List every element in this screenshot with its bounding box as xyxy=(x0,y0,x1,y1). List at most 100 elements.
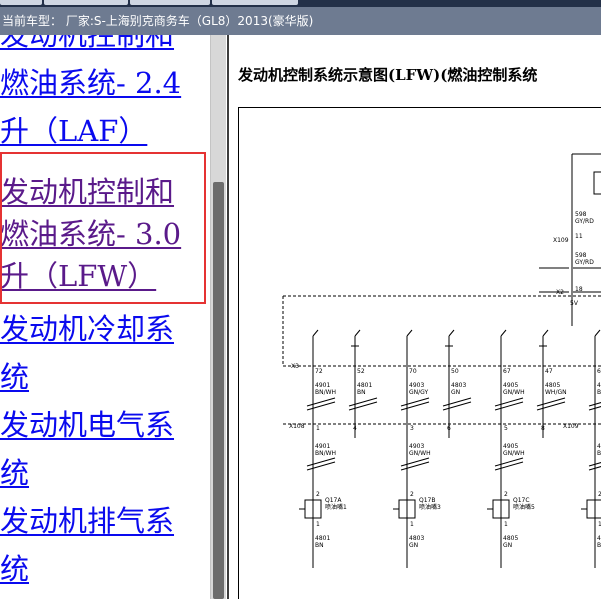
circuit-color: BN xyxy=(315,542,324,549)
circuit-number: 4903 xyxy=(409,443,424,450)
sidebar-item-line: 发动机控制和 xyxy=(0,35,175,52)
circuit-number: 4803 xyxy=(451,382,466,389)
x3-pin: 47 xyxy=(545,368,553,375)
sidebar-item-line: 统 xyxy=(0,360,30,394)
x108-pin: 5 xyxy=(504,425,508,432)
sidebar-item-line: 升（LFW） xyxy=(0,259,157,293)
connector-x108: X108 xyxy=(289,423,305,430)
twisted-pair-mark xyxy=(588,406,601,411)
x108-pin: 8 xyxy=(541,425,545,432)
x108-pin: 3 xyxy=(410,425,414,432)
twisted-pair-mark xyxy=(442,401,472,411)
circuit-color: BU xyxy=(597,542,601,549)
twisted-pair-mark xyxy=(494,461,524,471)
x108-pin: 1 xyxy=(316,425,320,432)
top-wire-circuit: 598 xyxy=(575,211,587,218)
window-tab[interactable] xyxy=(130,0,210,5)
circuit-color: BN xyxy=(357,389,366,396)
sidebar-item-engine-fuel-3-0[interactable]: 发动机控制和 燃油系统- 3.0 升（LFW） xyxy=(0,168,210,300)
twisted-pair-mark xyxy=(348,397,378,407)
sidebar-item-engine-cooling[interactable]: 发动机冷却系 统 xyxy=(0,305,210,401)
injector-name: 喷油嘴5 xyxy=(513,503,535,511)
twisted-pair-mark xyxy=(536,401,566,411)
twisted-pair-mark xyxy=(442,397,472,407)
injector-pin: 2 xyxy=(598,491,601,498)
circuit-color: GN/WH xyxy=(409,450,431,457)
twisted-pair-mark xyxy=(306,401,336,411)
circuit-number: 4905 xyxy=(503,443,518,450)
window-tab[interactable] xyxy=(44,0,128,5)
x3-pin: 70 xyxy=(409,368,417,375)
twisted-pair-mark xyxy=(348,401,378,411)
sidebar-item-engine-fuel-2-4[interactable]: 发动机控制和 燃油系统- 2.4 升（LAF） xyxy=(0,35,210,155)
x3-pin: 67 xyxy=(503,368,511,375)
circuit-color: GN/WH xyxy=(503,450,525,457)
switch-arm xyxy=(500,329,507,337)
injector-id: Q17A xyxy=(325,497,342,504)
title-bar: 当前车型： 厂家:S-上海别克商务车（GL8）2013(豪华版) xyxy=(0,0,601,35)
circuit-color: BN/WH xyxy=(315,450,336,457)
circuit-color: BN/WH xyxy=(315,389,336,396)
top-wire-circuit-2: 598 xyxy=(575,252,587,259)
x3-pin: 72 xyxy=(315,368,323,375)
circuit-color: BU/ xyxy=(597,450,601,457)
sidebar-item-engine-electrical[interactable]: 发动机电气系 统 xyxy=(0,401,210,497)
switch-arm xyxy=(406,329,413,337)
circuit-color: GN xyxy=(409,542,418,549)
circuit-number: 4801 xyxy=(315,535,330,542)
sidebar-scrollbar[interactable] xyxy=(210,35,226,599)
circuit-number: 4801 xyxy=(357,382,372,389)
connector-x2: X2 xyxy=(556,289,564,296)
wiring-diagram-svg: 598 GY/RD X109 11 598 GY/RD X2 18 5V X3 … xyxy=(282,153,601,568)
circuit-number: 4805 xyxy=(545,382,560,389)
voltage-label: 5V xyxy=(570,300,579,307)
injector-pin: 2 xyxy=(504,491,508,498)
circuit-number: 4903 xyxy=(409,382,424,389)
circuit-color: GN xyxy=(503,542,512,549)
switch-arm xyxy=(542,329,549,337)
circuit-number: 4901 xyxy=(315,382,330,389)
injector-name: 喷油嘴3 xyxy=(419,503,441,511)
circuit-number: 4907 xyxy=(597,443,601,450)
x3-pin: 52 xyxy=(357,368,365,375)
injector-pin: 1 xyxy=(316,521,320,528)
injector-name: 喷油嘴1 xyxy=(325,503,347,511)
injector-pin: 1 xyxy=(410,521,414,528)
sidebar-item-line: 发动机冷却系 xyxy=(0,312,175,346)
page-title: 发动机控制系统示意图(LFW)(燃油控制系统 xyxy=(238,66,538,84)
circuit-number: 4805 xyxy=(503,535,518,542)
switch-arm xyxy=(594,329,601,337)
tab-strip xyxy=(0,0,601,7)
injector-id: Q17B xyxy=(419,497,435,504)
injector-pin: 1 xyxy=(598,521,601,528)
content-pane: 发动机控制系统示意图(LFW)(燃油控制系统 598 GY/RD X109 11… xyxy=(227,35,601,599)
x2-pin: 18 xyxy=(575,286,583,293)
injector-coil xyxy=(586,499,601,519)
top-wire-color-2: GY/RD xyxy=(575,259,594,266)
connector-x3: X3 xyxy=(291,363,299,370)
circuit-number: 4803 xyxy=(409,535,424,542)
twisted-pair-mark xyxy=(306,457,336,467)
x108-pin: 6 xyxy=(447,425,451,432)
injector-pin: 2 xyxy=(316,491,320,498)
circuit-number: 4907 xyxy=(597,382,601,389)
x108-pin: 4 xyxy=(353,425,357,432)
switch-arm xyxy=(354,329,361,337)
x109-pin: 11 xyxy=(575,233,583,240)
sidebar-item-engine-exhaust[interactable]: 发动机排气系 统 xyxy=(0,497,210,593)
scrollbar-thumb[interactable] xyxy=(213,182,224,599)
circuit-number: 4905 xyxy=(503,382,518,389)
window-tab[interactable] xyxy=(0,0,42,5)
wiring-diagram: 598 GY/RD X109 11 598 GY/RD X2 18 5V X3 … xyxy=(238,107,601,599)
twisted-pair-mark xyxy=(306,397,336,407)
window-tab[interactable] xyxy=(212,0,298,5)
twisted-pair-mark xyxy=(588,462,601,467)
current-vehicle-label: 当前车型： 厂家:S-上海别克商务车（GL8）2013(豪华版) xyxy=(2,14,314,28)
twisted-pair-mark xyxy=(588,402,601,407)
circuit-color: WH/GN xyxy=(545,389,567,396)
sidebar-item-line: 统 xyxy=(0,456,30,490)
sidebar-item-line: 统 xyxy=(0,552,30,586)
circuit-color: GN/GY xyxy=(409,389,429,396)
connector-x109-lower: X109 xyxy=(563,423,579,430)
sidebar-item-line: 发动机排气系 xyxy=(0,504,175,538)
